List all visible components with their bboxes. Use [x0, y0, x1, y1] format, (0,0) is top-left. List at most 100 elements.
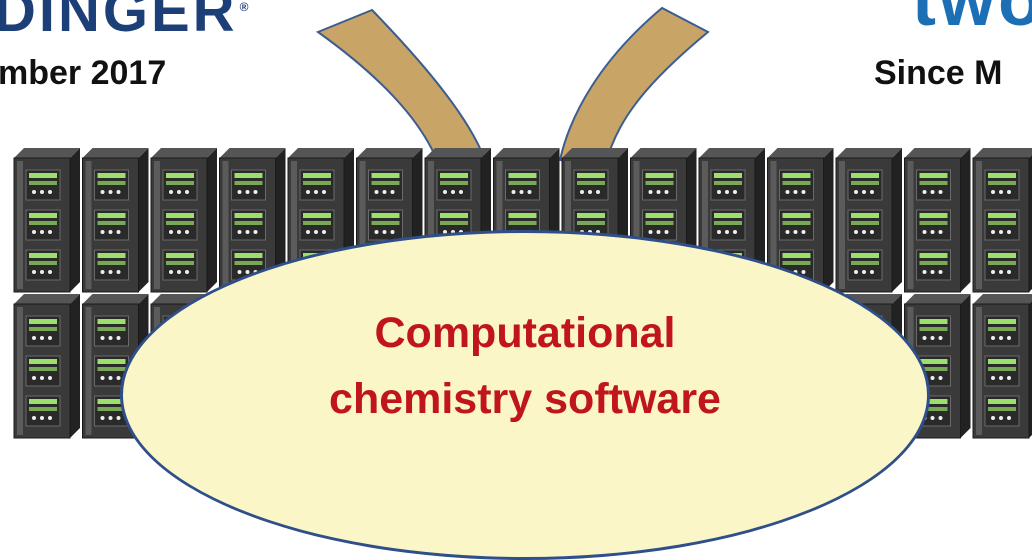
rack-highlight	[291, 161, 297, 289]
rack-highlight	[359, 161, 366, 289]
status-dot	[374, 190, 379, 194]
status-dot	[116, 336, 121, 340]
status-led-bar	[851, 213, 879, 218]
status-led-bar	[29, 261, 57, 265]
status-led-bar	[97, 253, 126, 258]
status-dot	[32, 336, 36, 340]
status-led-bar	[645, 213, 674, 218]
status-dot	[527, 190, 532, 194]
status-dot	[32, 190, 36, 194]
status-dot	[656, 230, 661, 234]
status-led-bar	[234, 173, 263, 178]
rack-highlight	[565, 161, 571, 289]
status-dot	[459, 190, 463, 194]
status-dot	[322, 190, 326, 194]
status-dot	[938, 336, 943, 340]
status-dot	[862, 270, 866, 274]
status-led-bar	[97, 407, 126, 411]
status-dot	[596, 190, 600, 194]
rack-top	[836, 148, 902, 158]
status-dot	[580, 190, 584, 194]
status-dot	[48, 270, 52, 274]
status-led-bar	[440, 221, 468, 225]
status-led-bar	[988, 407, 1016, 411]
status-dot	[237, 190, 242, 194]
rack-side	[1029, 155, 1032, 292]
server-rack	[835, 148, 902, 293]
status-led-bar	[97, 319, 126, 324]
rack-top	[699, 148, 765, 158]
rack-highlight	[17, 307, 23, 435]
rack-highlight	[496, 161, 503, 289]
status-dot	[40, 270, 44, 274]
status-dot	[1007, 190, 1011, 194]
status-dot	[785, 190, 790, 194]
status-led-bar	[577, 213, 605, 218]
status-led-bar	[29, 399, 57, 404]
status-dot	[306, 190, 310, 194]
status-dot	[938, 230, 943, 234]
status-dot	[306, 230, 310, 234]
status-led-bar	[166, 221, 194, 225]
status-dot	[40, 336, 44, 340]
status-led-bar	[851, 253, 879, 258]
status-dot	[938, 270, 943, 274]
status-led-bar	[440, 181, 468, 185]
status-dot	[801, 270, 806, 274]
status-led-bar	[303, 181, 331, 185]
status-dot	[108, 230, 113, 234]
status-led-bar	[919, 319, 948, 324]
status-dot	[991, 190, 995, 194]
status-dot	[656, 190, 661, 194]
status-dot	[100, 190, 105, 194]
status-dot	[999, 190, 1003, 194]
status-dot	[999, 270, 1003, 274]
status-dot	[237, 230, 242, 234]
rack-side	[207, 148, 217, 292]
status-led-bar	[234, 221, 263, 225]
rack-highlight	[702, 161, 708, 289]
status-dot	[177, 190, 181, 194]
rack-highlight	[85, 161, 92, 289]
status-dot	[116, 270, 121, 274]
status-dot	[588, 190, 592, 194]
rack-top	[425, 148, 491, 158]
rack-highlight	[154, 161, 160, 289]
status-led-bar	[97, 367, 126, 371]
status-dot	[245, 190, 250, 194]
status-led-bar	[371, 173, 400, 178]
status-dot	[116, 416, 121, 420]
rack-highlight	[770, 161, 777, 289]
rack-side	[1029, 301, 1032, 438]
status-led-bar	[234, 213, 263, 218]
status-led-bar	[234, 261, 263, 265]
status-dot	[785, 230, 790, 234]
rack-side	[823, 148, 834, 292]
status-led-bar	[97, 359, 126, 364]
status-dot	[390, 190, 395, 194]
status-led-bar	[851, 221, 879, 225]
status-dot	[237, 270, 242, 274]
status-dot	[108, 190, 113, 194]
status-led-bar	[577, 181, 605, 185]
status-led-bar	[440, 213, 468, 218]
status-dot	[648, 230, 653, 234]
rack-highlight	[17, 161, 23, 289]
rack-side	[70, 148, 80, 292]
status-dot	[991, 270, 995, 274]
status-led-bar	[988, 253, 1016, 258]
status-dot	[32, 230, 36, 234]
status-dot	[930, 376, 935, 380]
rack-side	[960, 294, 971, 438]
rack-top	[767, 148, 834, 158]
status-led-bar	[919, 181, 948, 185]
status-dot	[991, 230, 995, 234]
status-led-bar	[714, 181, 742, 185]
status-dot	[862, 230, 866, 234]
status-led-bar	[782, 221, 811, 225]
status-led-bar	[851, 181, 879, 185]
status-dot	[1007, 376, 1011, 380]
rack-side	[892, 148, 902, 292]
status-led-bar	[851, 173, 879, 178]
status-dot	[648, 190, 653, 194]
